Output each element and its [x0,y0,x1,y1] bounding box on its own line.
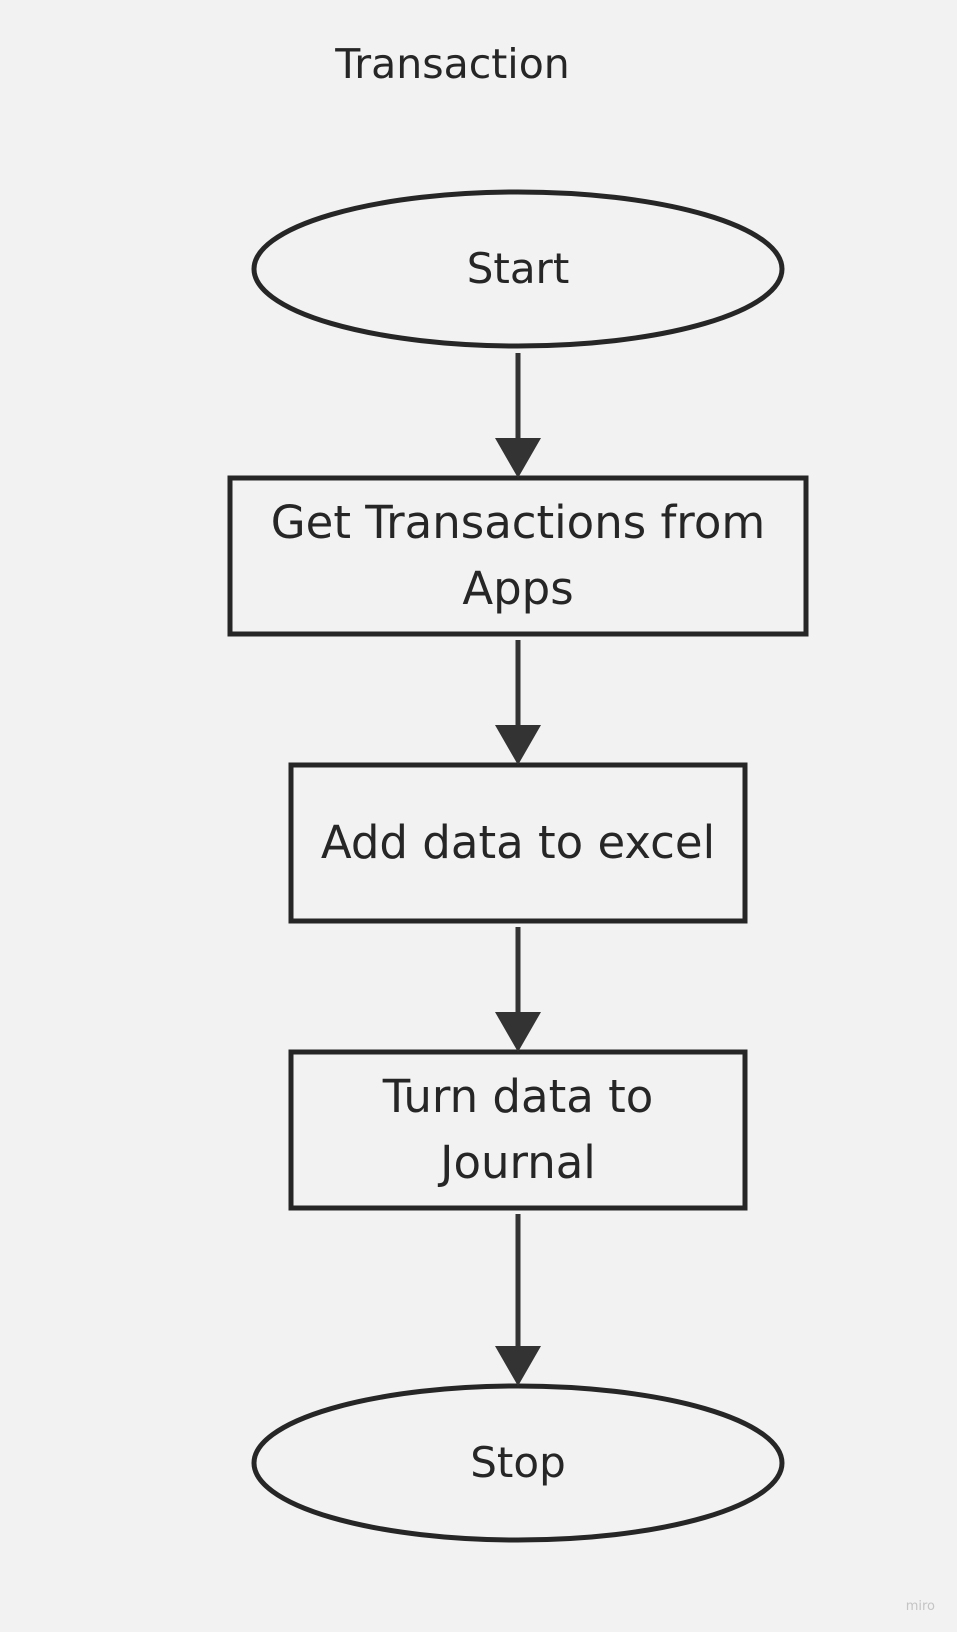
connector-get-to-add [495,640,541,765]
start-label: Start [466,244,570,293]
diagram-title: Transaction [335,40,570,88]
connector-turn-to-stop [495,1214,541,1386]
connector-start-to-get [495,353,541,478]
start-node[interactable] [251,189,785,349]
connector-add-to-turn [495,927,541,1052]
arrowhead-icon [495,725,541,765]
arrowhead-icon [495,1012,541,1052]
turn-data-label: Turn data to Journal [382,1070,654,1189]
miro-watermark: miro [905,1599,935,1614]
stop-label: Stop [470,1438,566,1487]
arrowhead-icon [495,1346,541,1386]
get-transactions-label: Get Transactions from Apps [270,496,766,615]
arrowhead-icon [495,438,541,478]
add-data-label: Add data to excel [320,816,716,869]
